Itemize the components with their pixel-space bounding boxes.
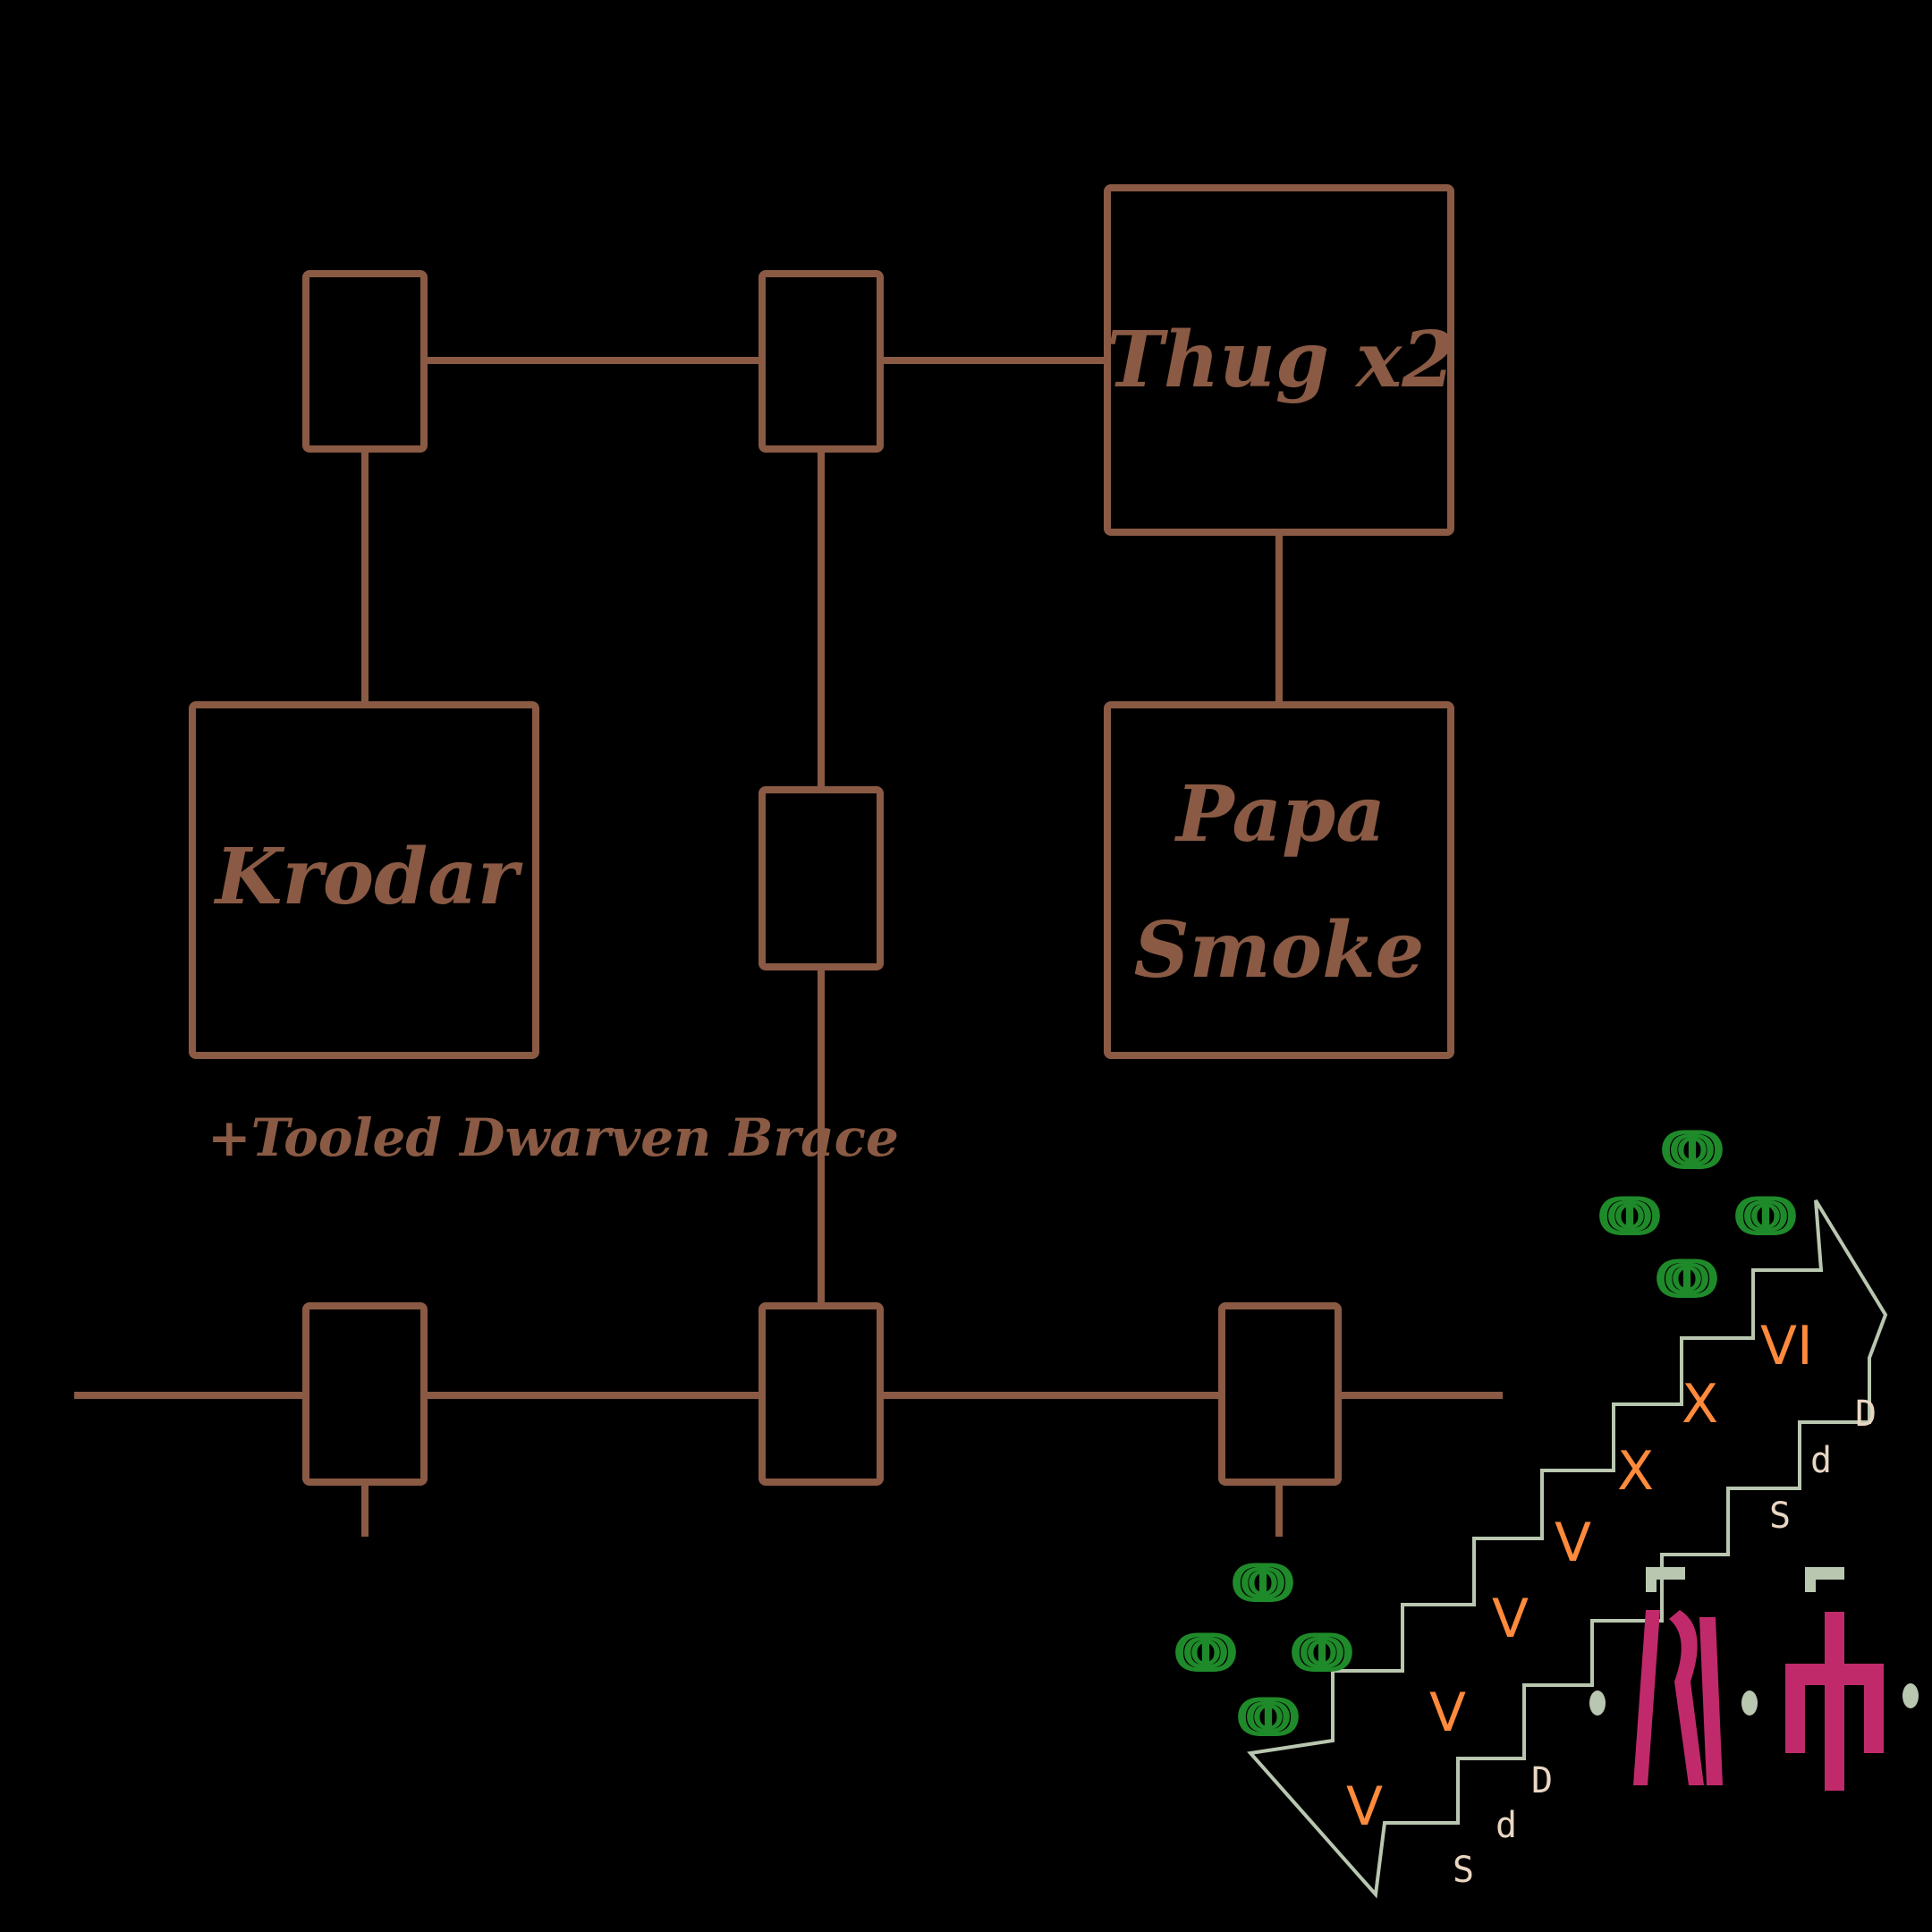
mark-s-1: S bbox=[1769, 1496, 1791, 1537]
room-thug bbox=[1104, 184, 1454, 536]
tally-v-2: V bbox=[1429, 1682, 1466, 1744]
room-small-bottom-left bbox=[302, 1302, 428, 1486]
clover-icon: ↈ bbox=[1238, 1683, 1299, 1749]
mark-bigd-1: D bbox=[1855, 1394, 1877, 1435]
tally-x-2: X bbox=[1682, 1373, 1718, 1436]
small-rooms bbox=[302, 270, 1342, 1486]
corridors bbox=[74, 357, 1503, 1537]
clover-icon: ↈ bbox=[1233, 1549, 1293, 1614]
pink-glyph-left bbox=[1633, 1610, 1723, 1785]
mark-bigd-2: D bbox=[1531, 1760, 1553, 1801]
room-krodar bbox=[189, 701, 539, 1059]
accent-marks bbox=[1589, 1567, 1919, 1716]
clover-icon: ↈ bbox=[1657, 1245, 1717, 1310]
clover-icon: ↈ bbox=[1599, 1182, 1660, 1248]
clover-icon: ↈ bbox=[1292, 1619, 1352, 1684]
mark-d-1: d bbox=[1810, 1440, 1832, 1481]
staircase-outline bbox=[1247, 1199, 1888, 1899]
tally-v-4: V bbox=[1555, 1512, 1591, 1574]
tally-v-3: V bbox=[1492, 1588, 1529, 1650]
mark-s-2: S bbox=[1453, 1850, 1474, 1891]
room-small-bottom-right bbox=[1218, 1302, 1342, 1486]
decorative-overlay: V V V V X X VI ↈ ↈ ↈ ↈ ↈ ↈ ↈ ↈ S d D S d… bbox=[1175, 1116, 1919, 1899]
room-small-middle-center bbox=[758, 786, 884, 970]
tally-v-1: V bbox=[1346, 1775, 1383, 1838]
mark-d-2: d bbox=[1496, 1805, 1517, 1846]
room-label-thug: Thug x2 bbox=[1106, 315, 1455, 405]
clover-icon: ↈ bbox=[1735, 1182, 1796, 1248]
clover-icon: ↈ bbox=[1175, 1619, 1236, 1684]
room-small-top-center bbox=[758, 270, 884, 453]
room-label-krodar: Krodar bbox=[213, 832, 523, 922]
clover-cluster-upper: ↈ ↈ ↈ ↈ bbox=[1599, 1116, 1796, 1310]
note-tooled-dwarven-brace: +Tooled Dwarven Brace bbox=[208, 1107, 899, 1168]
tally-x-1: X bbox=[1617, 1440, 1654, 1503]
clover-cluster-lower: ↈ ↈ ↈ ↈ bbox=[1175, 1549, 1352, 1749]
pink-glyph-right bbox=[1785, 1612, 1884, 1791]
tally-vi: VI bbox=[1760, 1315, 1813, 1377]
room-label-smoke: Smoke bbox=[1134, 905, 1425, 996]
room-small-bottom-center bbox=[758, 1302, 884, 1486]
large-rooms bbox=[189, 184, 1454, 1059]
room-small-top-left bbox=[302, 270, 428, 453]
room-label-papa: Papa bbox=[1174, 769, 1385, 860]
room-papa-smoke bbox=[1104, 701, 1454, 1059]
clover-icon: ↈ bbox=[1662, 1116, 1723, 1182]
